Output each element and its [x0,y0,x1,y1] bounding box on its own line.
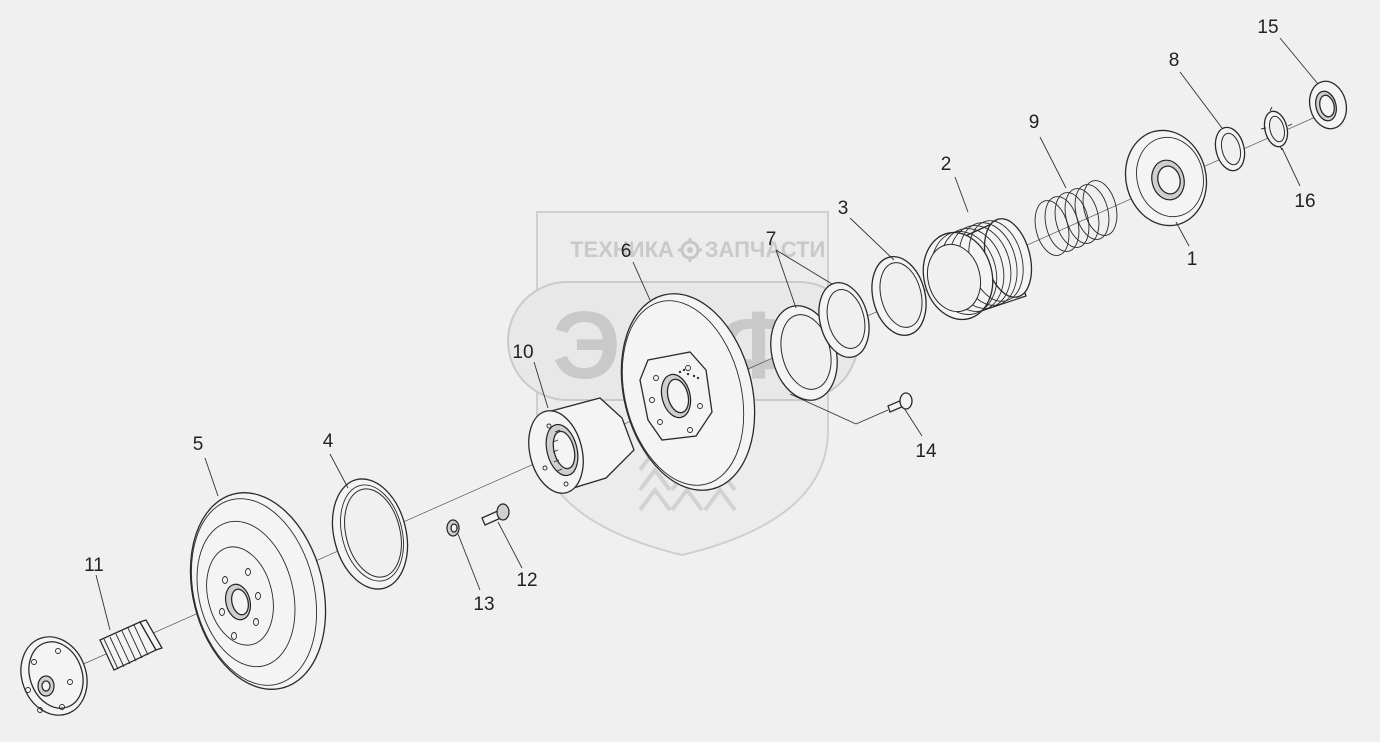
callout-16: 16 [1294,191,1315,212]
callout-15: 15 [1257,17,1278,38]
callout-1: 1 [1187,249,1198,270]
part-13-nut [446,519,460,537]
callout-9: 9 [1029,112,1040,133]
callout-10: 10 [512,342,533,363]
callout-6: 6 [621,241,632,262]
part-10-hub [528,397,635,494]
part-4-ring [331,478,409,590]
part-15-nut [1308,80,1348,130]
gear-icon [678,238,702,262]
part-6-friction-disc [620,293,756,491]
callout-8: 8 [1169,50,1180,71]
callout-12: 12 [516,570,537,591]
callout-labels: 1 2 3 4 5 6 7 8 9 10 11 12 13 14 15 16 [84,17,1315,615]
callout-13: 13 [473,594,494,615]
callout-7: 7 [766,229,777,250]
callout-11: 11 [84,555,104,576]
part-16-lock-washer [1260,106,1293,151]
part-1-cover [1124,129,1208,227]
leader-lines [95,37,1319,631]
watermark-left-text: ТЕХНИКА [570,237,674,262]
watermark-right-text: ЗАПЧАСТИ [705,237,826,262]
callout-5: 5 [193,434,204,455]
part-11-flange-shaft [20,619,163,716]
callout-2: 2 [941,154,952,175]
part-12-bolt [481,503,510,526]
part-7-rings [770,282,870,401]
part-3-washer [871,256,927,336]
part-2-drum [922,218,1033,321]
callout-14: 14 [915,441,937,462]
part-14-pin [887,392,913,413]
part-8-ring [1214,126,1246,172]
part-5-pressure-disc [189,492,327,690]
callout-3: 3 [838,198,849,219]
callout-4: 4 [323,431,334,452]
part-9-spring [1034,180,1118,256]
